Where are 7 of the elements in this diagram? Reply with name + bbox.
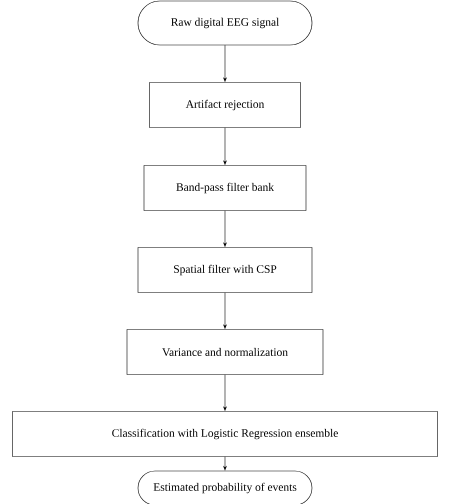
process-box: Spatial filter with CSP: [138, 247, 312, 293]
process-box: Artifact rejection: [149, 82, 301, 128]
terminal-box: Raw digital EEG signal: [138, 0, 312, 46]
process-box: Variance and normalization: [126, 329, 324, 375]
process-box: Classification with Logistic Regression ensemble: [12, 411, 438, 457]
process-box: Band-pass filter bank: [144, 165, 306, 211]
terminal-box: Estimated probability of events: [138, 470, 312, 504]
